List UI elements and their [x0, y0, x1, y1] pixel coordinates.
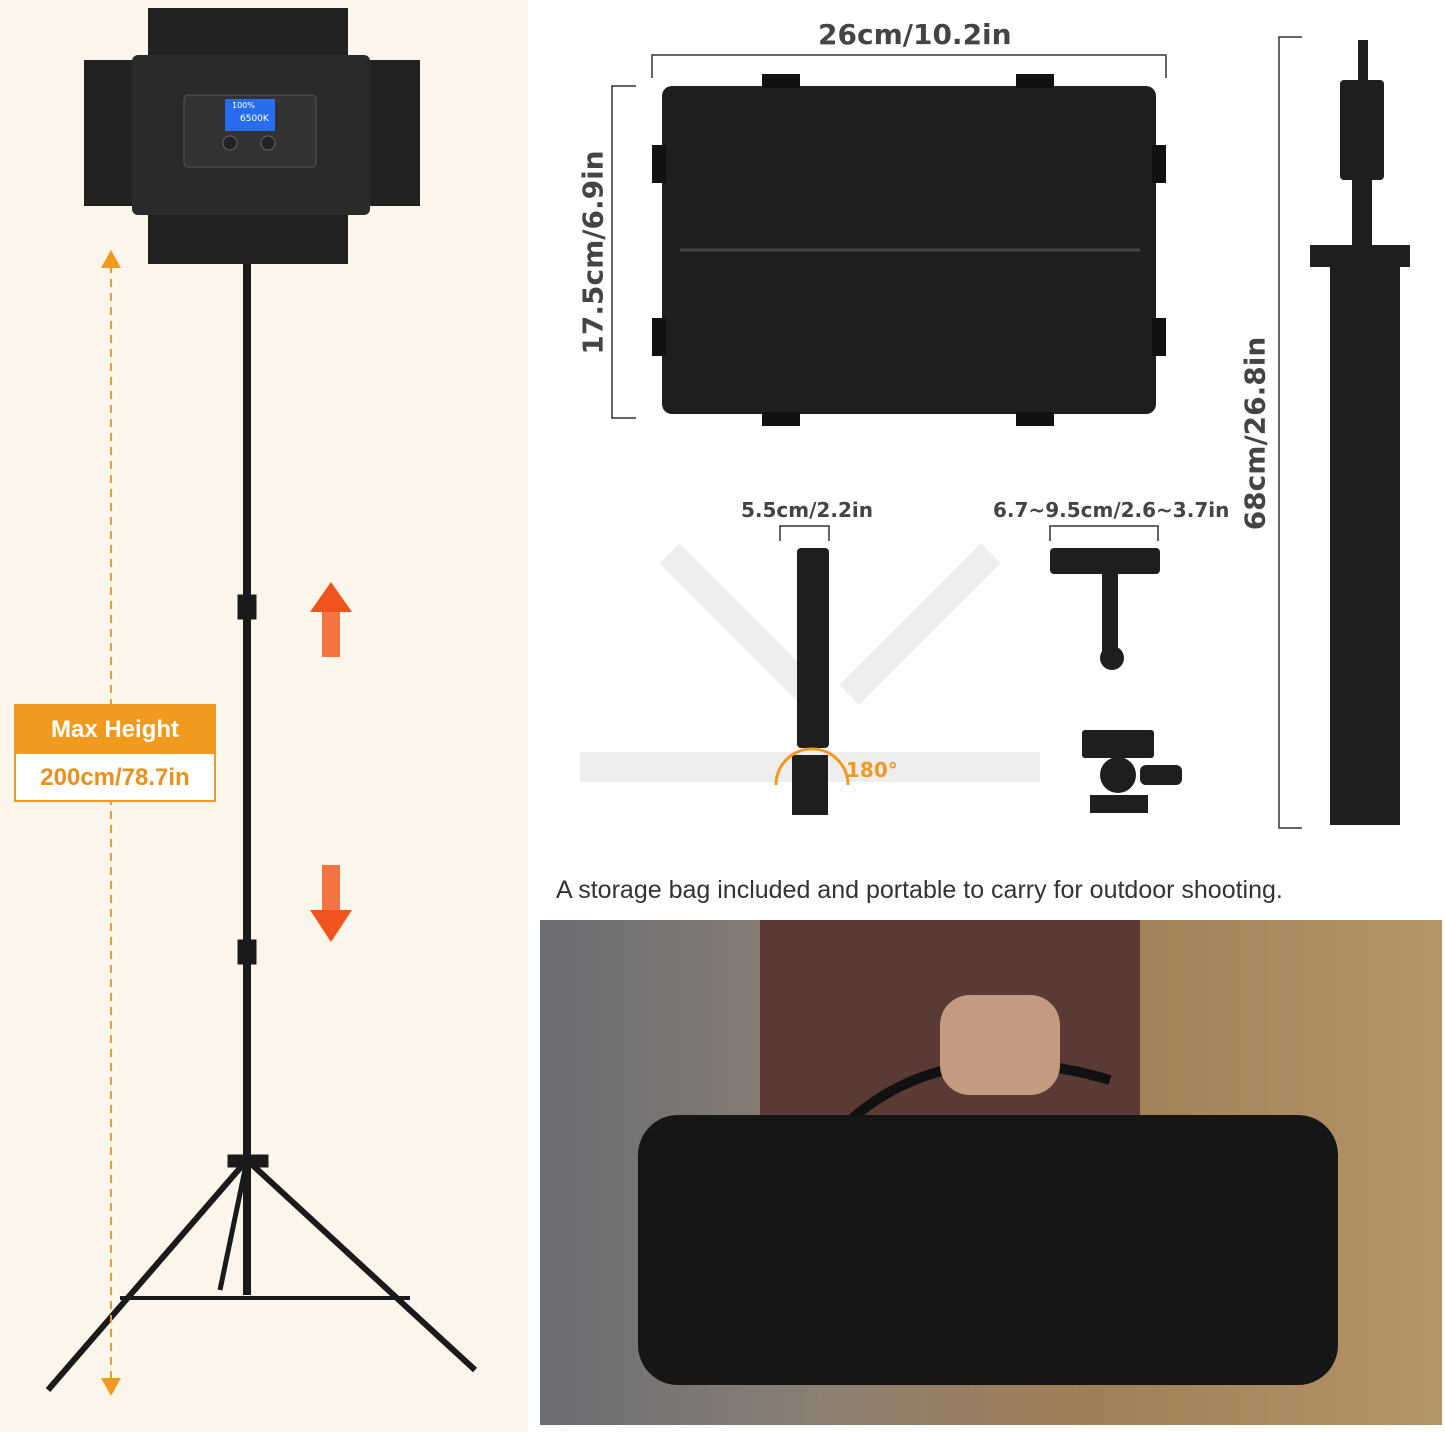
ball-head-mount: [1082, 730, 1182, 813]
rotation-angle-label: 180°: [846, 758, 898, 782]
max-height-badge: Max Height 200cm/78.7in: [14, 704, 216, 802]
panel-height-label: 17.5cm/6.9in: [576, 150, 610, 355]
led-panel-front: [84, 8, 420, 264]
storage-bag-photo: [540, 920, 1442, 1425]
light-stand: [45, 255, 478, 1392]
storage-bag: [638, 1115, 1338, 1385]
panel-thickness-label: 5.5cm/2.2in: [741, 498, 873, 522]
phone-holder: [1050, 548, 1160, 670]
lcd-screen: [225, 99, 275, 131]
side-view-rotation: [580, 543, 1040, 815]
lcd-brightness: 100%: [232, 101, 255, 110]
panel-width-label: 26cm/10.2in: [818, 18, 1012, 51]
led-panel-back: [652, 74, 1166, 426]
storage-caption: A storage bag included and portable to c…: [556, 876, 1283, 904]
height-indicator: [101, 250, 121, 1396]
hand: [940, 995, 1060, 1095]
arrow-up-icon: [310, 582, 352, 657]
phone-clip-range-label: 6.7~9.5cm/2.6~3.7in: [993, 498, 1230, 522]
folded-stand: [1310, 40, 1410, 825]
max-height-value: 200cm/78.7in: [40, 764, 190, 791]
lcd-color-temp: 6500K: [240, 114, 269, 124]
stand-folded-length-label: 68cm/26.8in: [1238, 336, 1272, 531]
dimension-lines: [611, 36, 1302, 829]
max-height-title: Max Height: [16, 706, 214, 754]
arrow-down-icon: [310, 865, 352, 942]
